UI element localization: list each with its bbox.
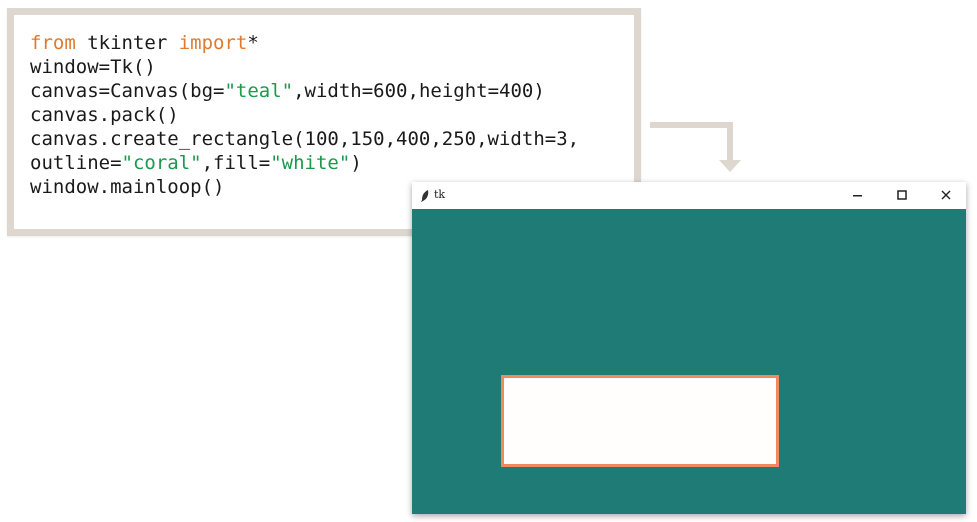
close-icon [940,186,952,205]
code-line: window=Tk() [30,55,579,79]
code-panel: from tkinter import*window=Tk()canvas=Ca… [7,8,641,236]
code-line: outline="coral",fill="white") [30,151,579,175]
code-token: "white" [270,152,351,174]
window-titlebar[interactable]: tk [412,182,966,209]
maximize-button[interactable] [882,182,922,209]
white-rectangle [501,375,779,467]
arrow-connector-vertical [727,122,733,162]
code-line: from tkinter import* [30,31,579,55]
tk-canvas[interactable] [412,209,966,514]
code-token: ) [350,152,362,174]
minimize-icon [852,186,864,205]
code-token: canvas=Canvas(bg= [30,80,225,102]
code-token: from [30,32,76,54]
code-token: window=Tk() [30,56,156,78]
arrow-connector-horizontal [650,122,733,128]
code-token: ,width=600,height=400) [293,80,545,102]
minimize-button[interactable] [838,182,878,209]
arrow-down-icon [719,160,741,172]
tk-window: tk [412,182,966,514]
feather-icon [420,188,430,207]
code-token: import [178,32,248,54]
code-line: canvas.create_rectangle(100,150,400,250,… [30,127,579,151]
code-token: canvas.create_rectangle(100,150,400,250,… [30,128,580,150]
code-token: canvas.pack() [30,104,179,126]
code-line: canvas.pack() [30,103,579,127]
window-title: tk [434,188,446,201]
code-block: from tkinter import*window=Tk()canvas=Ca… [30,31,579,199]
code-token: tkinter [75,32,179,54]
code-line: canvas=Canvas(bg="teal",width=600,height… [30,79,579,103]
maximize-icon [896,186,908,205]
code-token: outline= [30,152,122,174]
code-token: "coral" [121,152,202,174]
code-line: window.mainloop() [30,175,579,199]
code-token: "teal" [224,80,294,102]
close-button[interactable] [926,182,966,209]
code-token: * [247,32,259,54]
code-token: window.mainloop() [30,176,225,198]
code-token: ,fill= [201,152,271,174]
